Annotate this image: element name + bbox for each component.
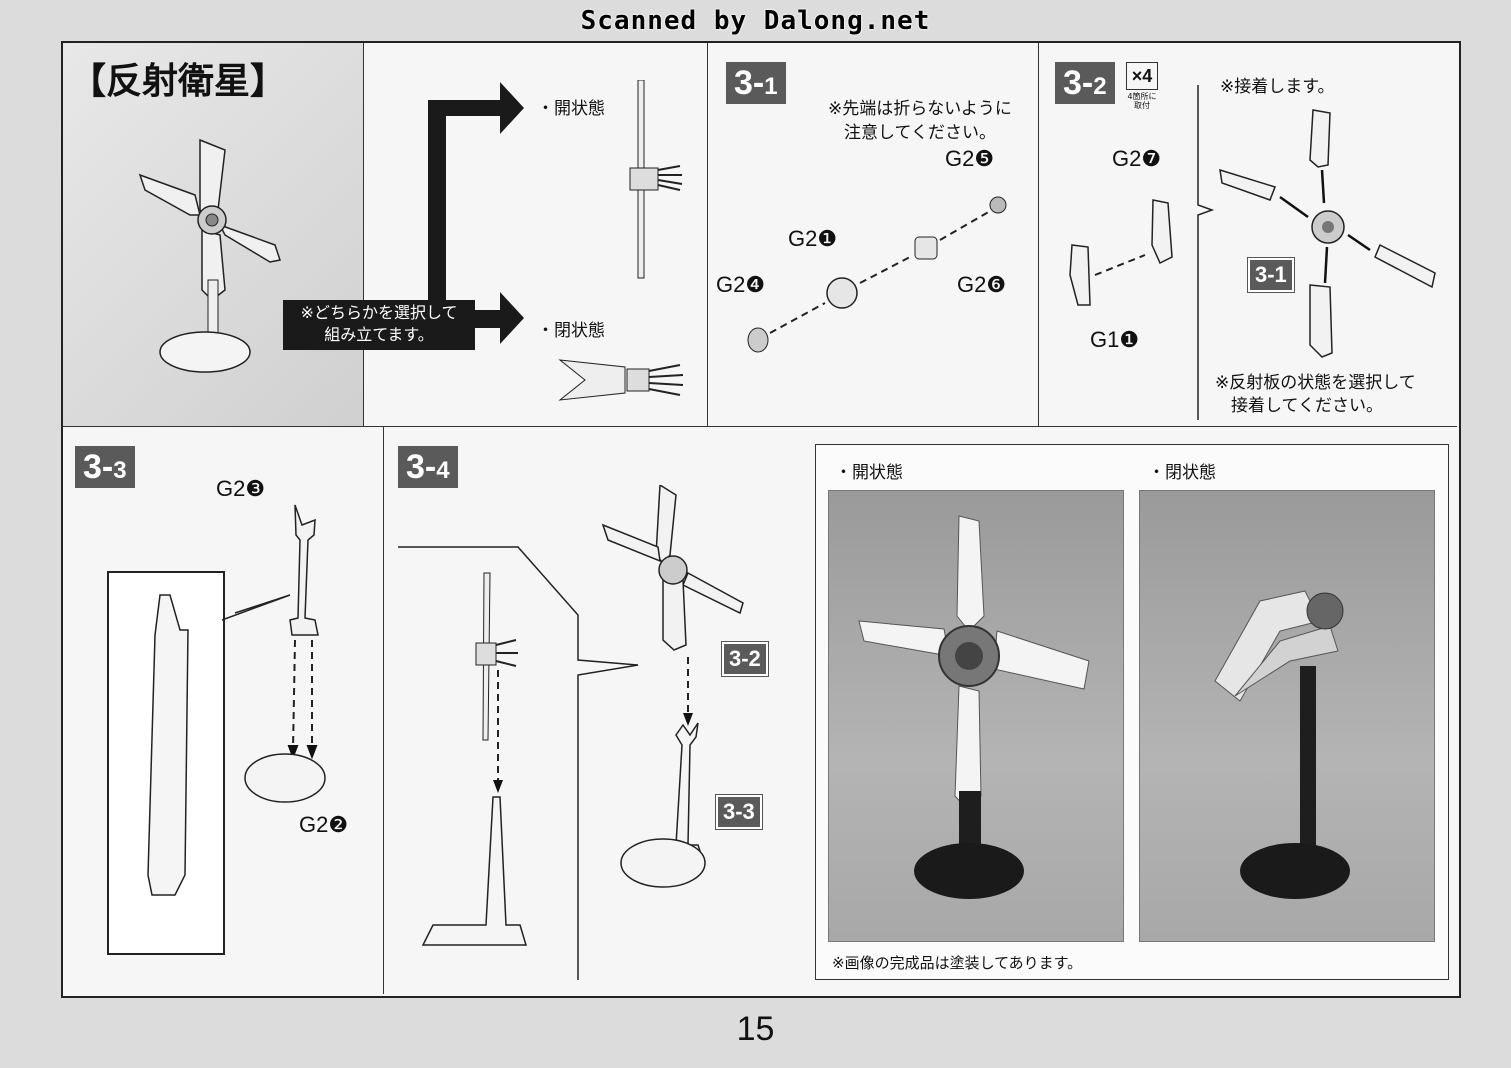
step-3-2-select-note: ※反射板の状態を選択して 接着してください。	[1215, 372, 1416, 418]
panel-step-3-1	[708, 43, 1039, 427]
part-label-g2-2: G2❷	[299, 812, 349, 837]
step-3-2-bracket	[1197, 85, 1215, 420]
step-3-2-parts-drawing	[1069, 199, 1173, 306]
step-3-1-note-line2: 注意してください。	[844, 123, 996, 143]
step-3-1-drawing	[747, 196, 1007, 353]
glue-note: ※接着します。	[1220, 77, 1335, 97]
step-3-3-detail-drawing	[147, 594, 291, 896]
step-3-1-note-line1: ※先端は折らないように	[828, 99, 1012, 119]
panel-step-3-2	[1039, 43, 1457, 427]
photo-closed-label: ・閉状態	[1148, 463, 1216, 483]
step-3-2-select-note-line1: ※反射板の状態を選択して	[1215, 373, 1416, 393]
step-3-4-ref-3-3: 3-3	[716, 795, 762, 829]
part-label-g2-6: G2❻	[957, 272, 1007, 297]
step-3-1-badge: 3-1	[726, 62, 786, 104]
step-3-4-badge: 3-4	[398, 446, 458, 488]
page-number: 15	[736, 1010, 775, 1048]
scan-credit: Scanned by Dalong.net	[580, 6, 931, 36]
panel-select	[364, 43, 708, 427]
photo-note: ※画像の完成品は塗装してあります。	[832, 954, 1083, 972]
step-3-2-assembly-drawing	[1219, 109, 1436, 358]
photo-closed-state-model	[1214, 590, 1350, 899]
step-3-2-select-note-line2: 接着してください。	[1231, 396, 1383, 416]
open-state-drawing	[629, 80, 683, 279]
photo-open-state-model	[858, 515, 1090, 899]
step-3-1-note: ※先端は折らないように 注意してください。	[828, 97, 1012, 145]
step-3-4-drawing	[398, 485, 744, 980]
part-label-g2-3: G2❸	[216, 476, 266, 501]
select-note-line2: 組み立てます。	[324, 325, 434, 344]
photo-open-label: ・開状態	[835, 463, 903, 483]
closed-state-drawing	[558, 359, 684, 401]
select-note-box: ※どちらかを選択して 組み立てます。	[283, 300, 475, 350]
closed-state-label: ・閉状態	[537, 321, 605, 341]
step-3-4-ref-3-2: 3-2	[722, 642, 768, 676]
photo-closed-state	[1139, 490, 1435, 942]
open-state-label: ・開状態	[537, 99, 605, 119]
quantity-badge: ×4	[1126, 62, 1158, 90]
step-3-2-badge: 3-2	[1055, 62, 1115, 104]
part-label-g2-4: G2❹	[716, 272, 766, 297]
select-note-line1: ※どちらかを選択して	[300, 303, 458, 322]
section-title: 【反射衛星】	[70, 60, 287, 102]
part-label-g2-5: G2❺	[945, 146, 995, 171]
step-3-2-ref-badge: 3-1	[1248, 258, 1294, 292]
step-3-3-badge: 3-3	[75, 446, 135, 488]
photo-open-state	[828, 490, 1124, 942]
panel-step-3-3	[63, 427, 384, 994]
part-label-g1-1: G1❶	[1090, 327, 1140, 352]
satellite-illustration	[138, 138, 281, 373]
part-label-g2-1: G2❶	[788, 226, 838, 251]
step-3-3-drawing	[244, 504, 326, 803]
part-label-g2-7: G2❼	[1112, 146, 1162, 171]
quantity-note: 4箇所に取付	[1127, 92, 1157, 110]
